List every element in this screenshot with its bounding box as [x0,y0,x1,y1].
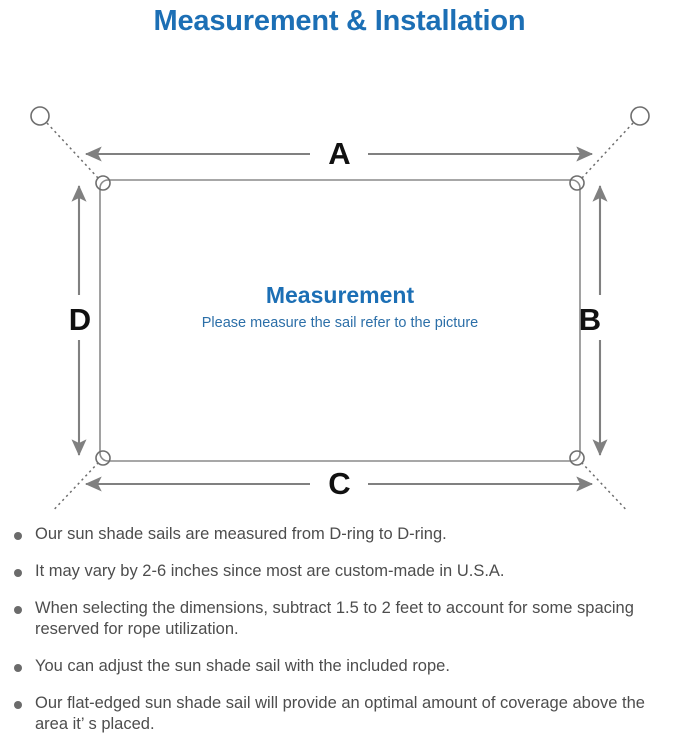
list-item: You can adjust the sun shade sail with t… [14,656,665,677]
bullet-icon [14,664,22,672]
list-item: Our flat-edged sun shade sail will provi… [14,693,665,735]
sail-outline [99,179,581,462]
note-text: When selecting the dimensions, subtract … [35,599,634,638]
list-item: When selecting the dimensions, subtract … [14,598,665,640]
d-ring-top-right [569,175,585,191]
dimension-label-a: A [328,136,351,171]
d-ring-top-left [95,175,111,191]
measurement-heading: Measurement [265,282,415,308]
note-text: Our sun shade sails are measured from D-… [35,525,447,543]
dimension-label-d: D [68,302,92,337]
d-ring-bottom-right [569,450,585,466]
note-text: Our flat-edged sun shade sail will provi… [35,694,645,733]
rope-top-left [46,122,99,179]
rope-top-right [581,122,634,179]
dimension-label-b: B [578,302,602,337]
list-item: Our sun shade sails are measured from D-… [14,524,665,545]
page-title: Measurement & Installation [153,5,526,37]
note-text: It may vary by 2-6 inches since most are… [35,562,505,580]
dimension-label-c: C [328,466,351,501]
rope-bottom-left [52,462,99,510]
bullet-icon [14,701,22,709]
notes-list: Our sun shade sails are measured from D-… [0,524,679,751]
anchor-point-top-right [630,106,650,126]
title-bar: Measurement & Installation [0,0,679,40]
bullet-icon [14,569,22,577]
bullet-icon [14,606,22,614]
note-text: You can adjust the sun shade sail with t… [35,657,450,675]
measurement-caption-block: Measurement Please measure the sail refe… [100,280,580,332]
rope-bottom-right [581,462,628,510]
diagram-canvas [30,106,650,510]
list-item: It may vary by 2-6 inches since most are… [14,561,665,582]
measurement-subheading: Please measure the sail refer to the pic… [201,315,479,331]
bullet-icon [14,532,22,540]
anchor-point-top-left [30,106,50,126]
sail-measurement-diagram: A B C D Measurement Please measure the s… [0,40,679,510]
d-ring-bottom-left [95,450,111,466]
